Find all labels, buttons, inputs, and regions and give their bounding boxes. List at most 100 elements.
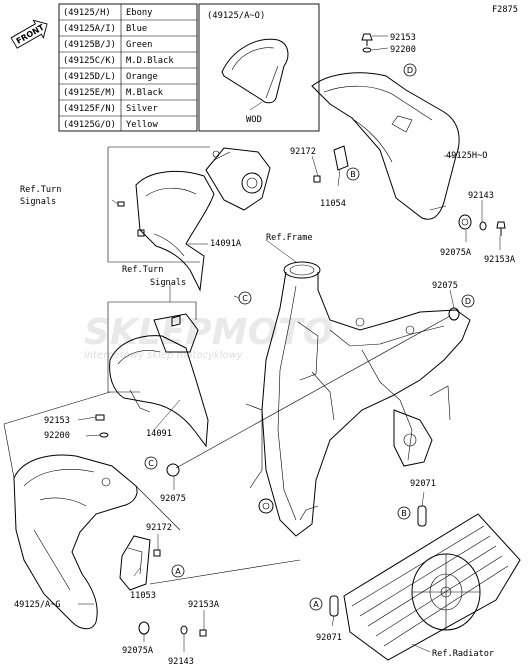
watermark: SKLEPMOTO internetowy sklep motocyklowy	[84, 312, 333, 361]
callout-c-lower: C	[144, 456, 158, 470]
ref-label: Ref.Radiator	[432, 649, 494, 659]
part-label: 49125H~O	[446, 151, 487, 161]
frame	[245, 261, 471, 537]
part-label: 92153A	[188, 600, 220, 610]
part-label: 92075	[160, 494, 186, 504]
hardware	[95, 33, 506, 637]
svg-text:C: C	[148, 459, 154, 468]
ref-label: Signals	[20, 197, 56, 207]
front-arrow-icon: FRONT	[10, 19, 48, 49]
color-code: (49125E/M)	[63, 88, 116, 98]
color-name: M.Black	[126, 88, 164, 98]
color-name: Blue	[126, 24, 147, 34]
left-side-cowl	[13, 454, 138, 630]
svg-text:C: C	[242, 294, 248, 303]
part-label: 92071	[316, 633, 342, 643]
bolt-icon	[95, 414, 105, 421]
color-row: (49125B/J) Green	[63, 40, 152, 50]
inset-caption: WOD	[246, 115, 262, 125]
color-name: M.D.Black	[126, 56, 174, 66]
part-label: 11054	[320, 199, 346, 209]
ref-label: Ref.Frame	[266, 233, 313, 243]
callout-b-lower: B	[397, 506, 411, 520]
callout-d-upper: D	[403, 63, 417, 77]
part-label: 92143	[468, 191, 494, 201]
callout-a-lower: A	[171, 564, 185, 578]
svg-text:D: D	[465, 297, 471, 306]
seal-icon	[329, 595, 339, 617]
grommet-icon	[138, 621, 150, 635]
part-label: 92153	[390, 33, 416, 43]
color-row: (49125F/N) Silver	[63, 104, 158, 114]
color-row: (49125G/O) Yellow	[63, 120, 158, 130]
leader-lines	[3, 35, 501, 653]
color-code: (49125B/J)	[63, 40, 116, 50]
color-code: (49125F/N)	[63, 104, 116, 114]
part-label: 49125/A~G	[14, 600, 61, 610]
seal-icon	[417, 505, 427, 527]
screw-icon	[313, 175, 321, 183]
inset-title: (49125/A~O)	[207, 11, 265, 21]
bolt-icon	[496, 221, 506, 236]
part-label: 92153	[44, 416, 70, 426]
upper-turn-signal-bracket	[135, 170, 215, 292]
radiator	[343, 513, 521, 661]
part-label: 14091A	[210, 239, 242, 249]
callout-c-upper: C	[238, 291, 252, 305]
part-label: 92071	[410, 479, 436, 489]
part-label: 92172	[290, 147, 316, 157]
washer-icon	[99, 432, 109, 438]
figure-code: F2875	[492, 5, 518, 15]
grommet-icon	[166, 463, 180, 477]
right-side-cowl	[311, 72, 460, 220]
color-name: Green	[126, 40, 152, 50]
upper-bracket-assembly	[205, 147, 271, 211]
ref-label: Ref.Turn	[20, 185, 61, 195]
color-row: (49125E/M) M.Black	[63, 88, 164, 98]
part-label: 92075A	[440, 248, 472, 258]
watermark-brand: SKLEPMOTO	[84, 312, 333, 353]
color-row: (49125C/K) M.D.Black	[63, 56, 174, 66]
callout-b-upper: B	[346, 167, 360, 181]
color-code: (49125D/L)	[63, 72, 116, 82]
svg-text:B: B	[401, 509, 407, 518]
screw-icon	[153, 549, 161, 557]
color-code: (49125C/K)	[63, 56, 116, 66]
part-label: 92075A	[122, 646, 154, 656]
color-row: (49125D/L) Orange	[63, 72, 158, 82]
inset-box: (49125/A~O) WOD	[198, 3, 320, 132]
color-code: (49125G/O)	[63, 120, 116, 130]
part-label: 92200	[390, 45, 416, 55]
clip-icon	[171, 315, 181, 327]
collar-icon	[479, 221, 487, 231]
ref-label: Ref.Turn	[122, 265, 163, 275]
bolt-icon	[361, 33, 373, 46]
lower-turn-signal-bracket	[109, 313, 209, 448]
collar-icon	[180, 625, 188, 635]
color-table: (49125/H) Ebony (49125A/I) Blue (49125B/…	[58, 3, 198, 132]
part-label: 92153A	[484, 255, 516, 265]
svg-text:A: A	[313, 600, 319, 609]
color-name: Yellow	[126, 120, 158, 130]
svg-text:A: A	[175, 567, 181, 576]
bolt-icon	[117, 201, 125, 207]
part-label: 14091	[146, 429, 172, 439]
bolt-icon	[137, 229, 145, 237]
part-label: 11053	[130, 591, 156, 601]
ref-label: Signals	[150, 278, 186, 288]
svg-text:B: B	[350, 170, 356, 179]
part-label: 92075	[432, 281, 458, 291]
color-row: (49125/H) Ebony	[63, 8, 152, 18]
part-label: 92200	[44, 431, 70, 441]
clip-icon	[333, 145, 349, 171]
part-label: 92172	[146, 523, 172, 533]
lower-left-bracket	[119, 535, 151, 591]
part-label: 92143	[168, 657, 194, 664]
bolt-icon	[199, 629, 207, 637]
callout-d-lower: D	[461, 294, 475, 308]
watermark-subtitle: internetowy sklep motocyklowy	[84, 350, 244, 361]
washer-icon	[362, 47, 372, 53]
callout-a-upper: A	[309, 597, 323, 611]
color-code: (49125A/I)	[63, 24, 116, 34]
